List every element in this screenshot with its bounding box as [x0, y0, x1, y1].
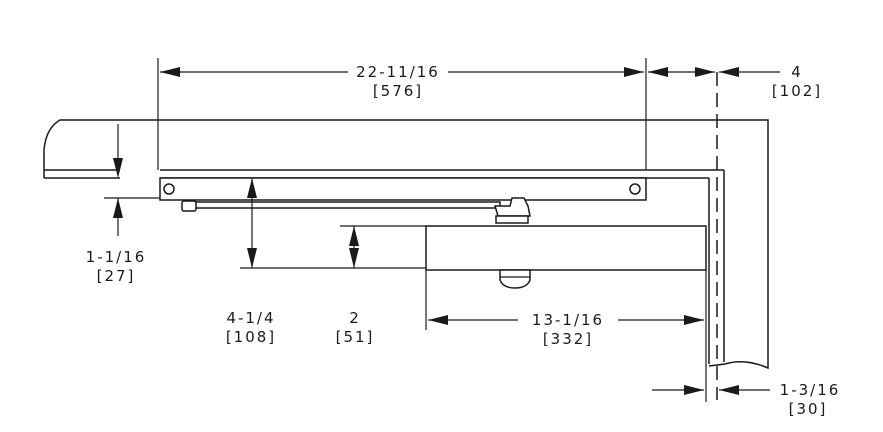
dim-body-length-imperial: 13-1/16 [532, 311, 604, 329]
dim-jamb-offset-imperial: 1-3/16 [780, 381, 841, 399]
screw-hole-right [629, 183, 641, 195]
dim-plate-height-metric: [27] [97, 267, 136, 285]
dim-overall-width-metric: [576] [373, 82, 423, 100]
dim-body-height: 2 [51] [336, 226, 375, 346]
dim-plate-height-imperial: 1-1/16 [86, 248, 147, 266]
dim-arm-drop: 4-1/4 [108] [226, 178, 276, 346]
dim-plate-height: 1-1/16 [27] [86, 124, 147, 285]
dim-frame-offset: 4 [102] [648, 63, 822, 100]
dim-body-height-imperial: 2 [349, 309, 361, 327]
dim-overall-width: 22-11/16 [576] [160, 63, 644, 100]
mounting-plate [159, 177, 647, 201]
dim-frame-offset-metric: [102] [772, 82, 822, 100]
dim-jamb-offset: 1-3/16 [30] [652, 381, 841, 418]
dim-overall-width-imperial: 22-11/16 [356, 63, 440, 81]
dim-frame-offset-imperial: 4 [791, 63, 803, 81]
dim-body-length: 13-1/16 [332] [428, 311, 704, 348]
dim-arm-drop-metric: [108] [226, 328, 276, 346]
dim-jamb-offset-metric: [30] [789, 400, 828, 418]
closer-arm [181, 197, 531, 224]
dim-body-height-metric: [51] [336, 328, 375, 346]
dim-arm-drop-imperial: 4-1/4 [226, 309, 275, 327]
dim-body-length-metric: [332] [543, 330, 593, 348]
closer-body [425, 225, 707, 289]
screw-hole-left [163, 183, 175, 195]
